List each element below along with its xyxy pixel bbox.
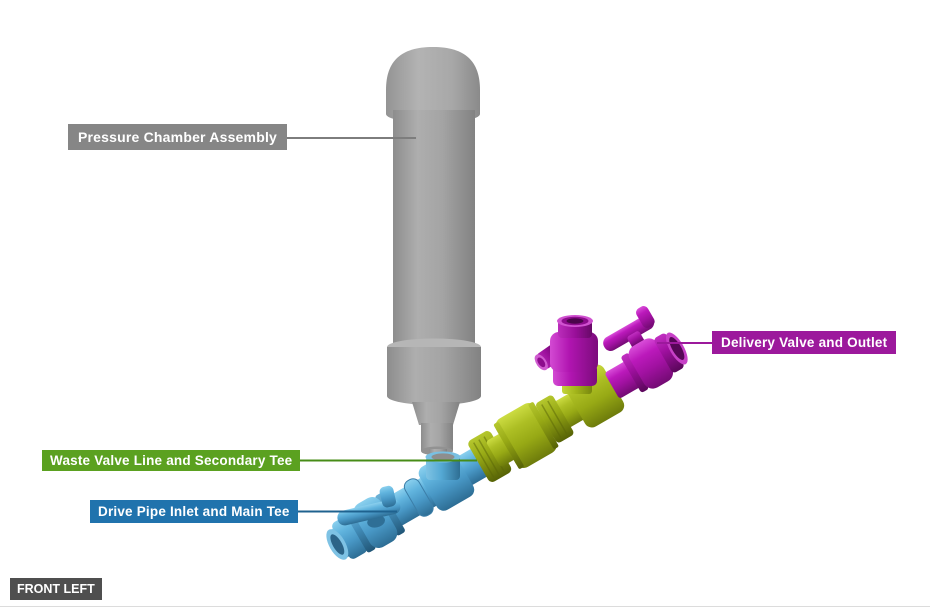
callout-waste-valve: Waste Valve Line and Secondary Tee bbox=[42, 450, 301, 471]
callout-pressure-chamber: Pressure Chamber Assembly bbox=[68, 124, 288, 150]
tee-socket-blue[interactable] bbox=[425, 451, 461, 481]
callout-drive-pipe: Drive Pipe Inlet and Main Tee bbox=[90, 500, 298, 523]
view-orientation-label: FRONT LEFT bbox=[10, 578, 102, 600]
part-delivery-valve-vertical[interactable] bbox=[532, 315, 598, 386]
part-pressure-chamber[interactable] bbox=[386, 47, 481, 475]
callout-delivery-valve: Delivery Valve and Outlet bbox=[712, 331, 897, 354]
part-waste-line-run[interactable] bbox=[464, 361, 627, 487]
